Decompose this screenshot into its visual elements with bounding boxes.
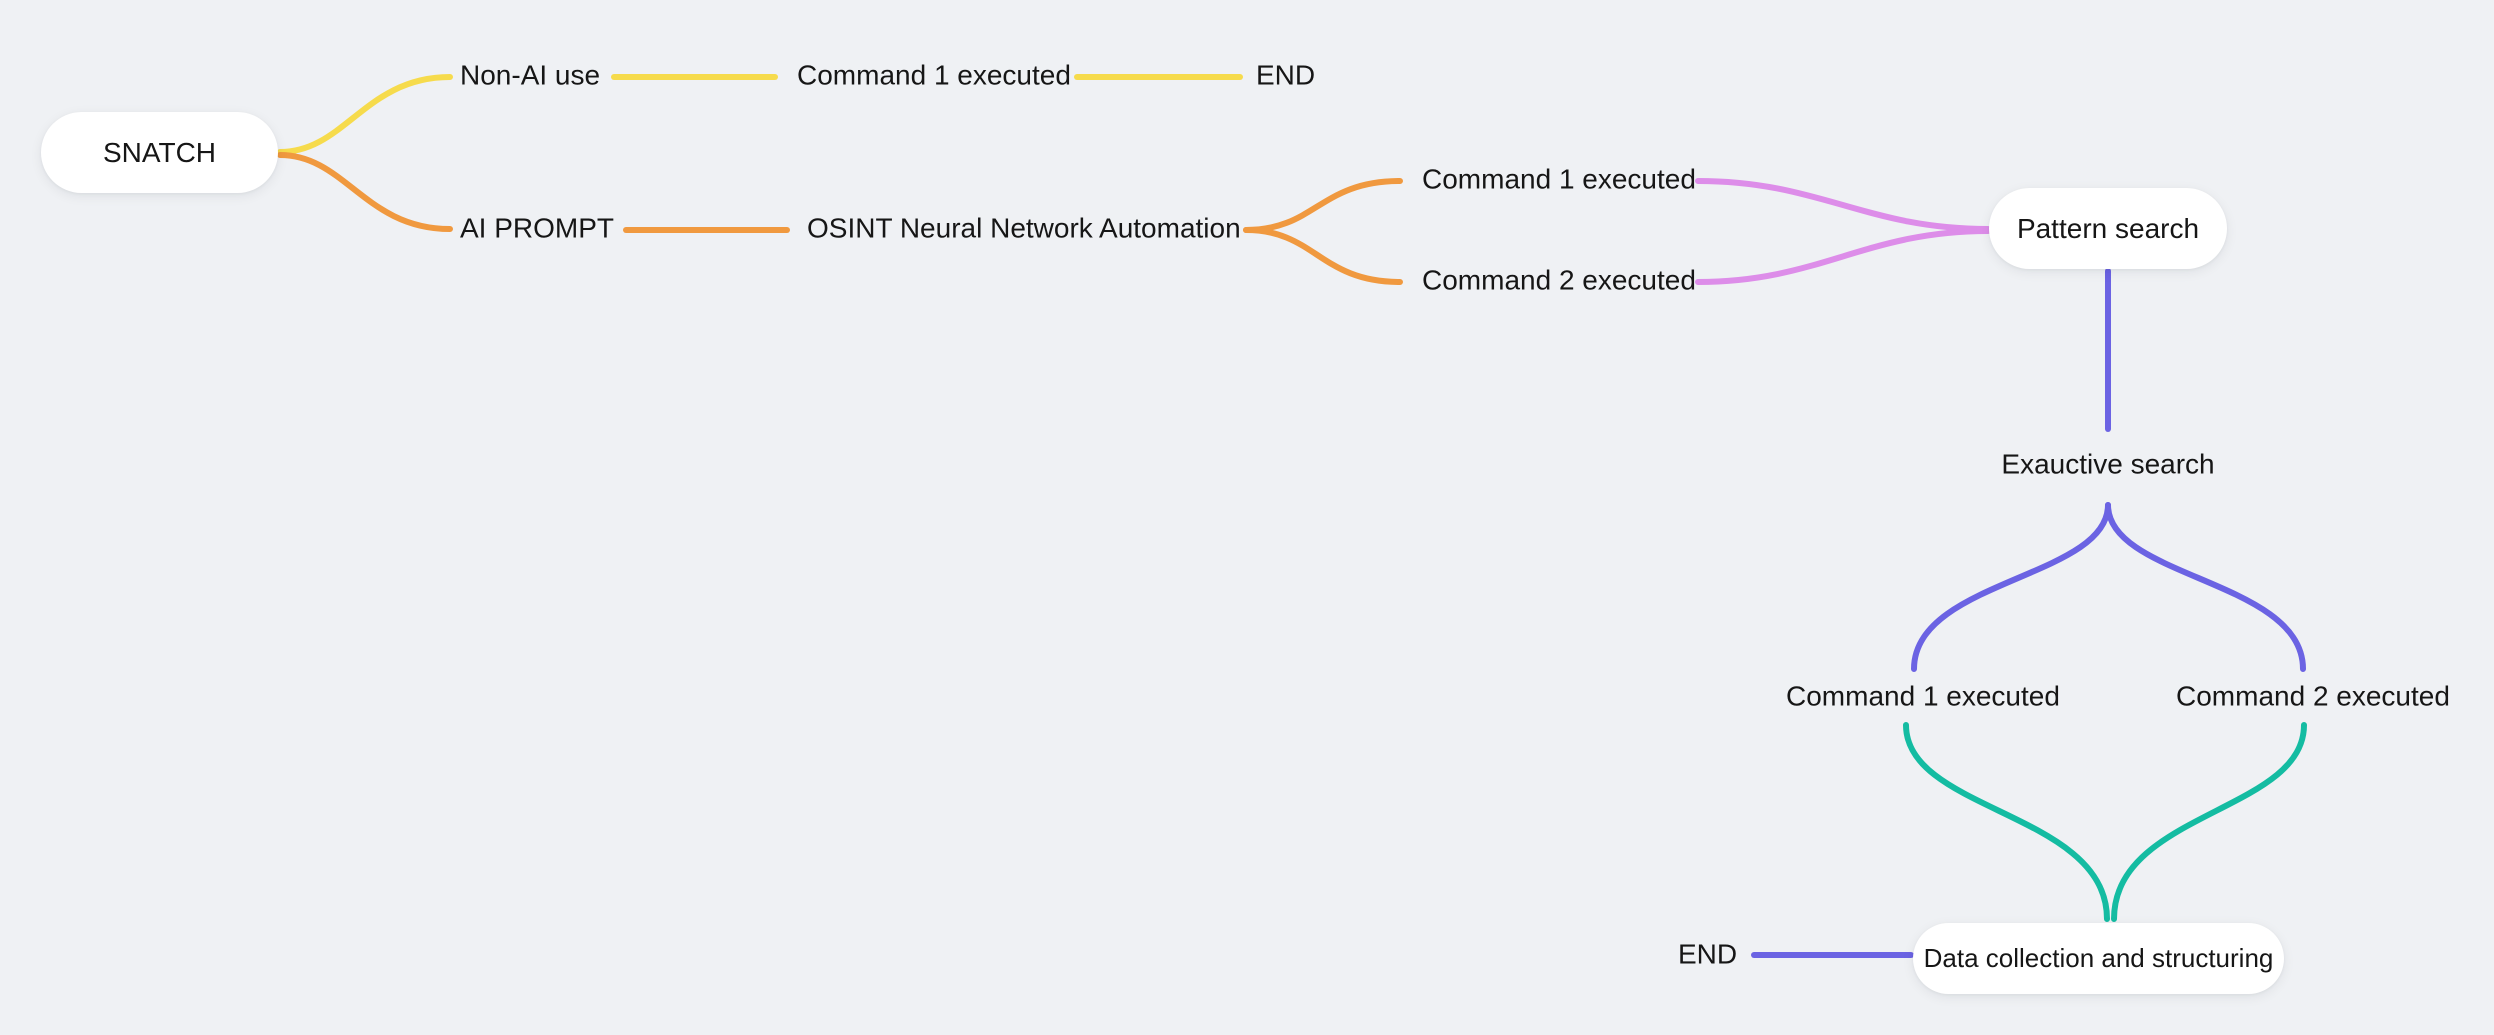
edge-exauctive-command1 [1911, 502, 2111, 672]
node-snatch[interactable]: SNATCH [41, 112, 278, 193]
edge-command2-pattern-search [1695, 228, 1991, 285]
label-osint-automation[interactable]: OSINT Neural Network Automation [807, 212, 1241, 244]
label-command1-bottom[interactable]: Command 1 executed [1786, 680, 2060, 712]
label-command1-mid[interactable]: Command 1 executed [1422, 163, 1696, 195]
label-ai-prompt[interactable]: AI PROMPT [460, 212, 615, 244]
label-command2-mid[interactable]: Command 2 executed [1422, 264, 1696, 296]
label-non-ai-use[interactable]: Non-AI use [460, 59, 601, 91]
label-command2-bottom[interactable]: Command 2 executed [2176, 680, 2450, 712]
node-pattern-search[interactable]: Pattern search [1989, 188, 2227, 269]
edge-exauctive-command2 [2105, 502, 2306, 672]
label-command1-top[interactable]: Command 1 executed [797, 59, 1071, 91]
edge-command1-data-collection [1903, 722, 2110, 922]
label-end-bottom[interactable]: END [1678, 938, 1738, 970]
edge-osint-command1 [1243, 178, 1403, 233]
edge-root-non-ai-use [277, 74, 453, 155]
label-end-top[interactable]: END [1256, 59, 1316, 91]
edge-command2-data-collection [2111, 722, 2307, 922]
label-exauctive-search[interactable]: Exauctive search [2001, 448, 2215, 480]
node-data-collection[interactable]: Data collection and structuring [1913, 923, 2284, 994]
edge-root-ai-prompt [277, 152, 453, 232]
edge-osint-command2 [1243, 227, 1403, 285]
edge-command1-pattern-search [1695, 178, 1991, 232]
